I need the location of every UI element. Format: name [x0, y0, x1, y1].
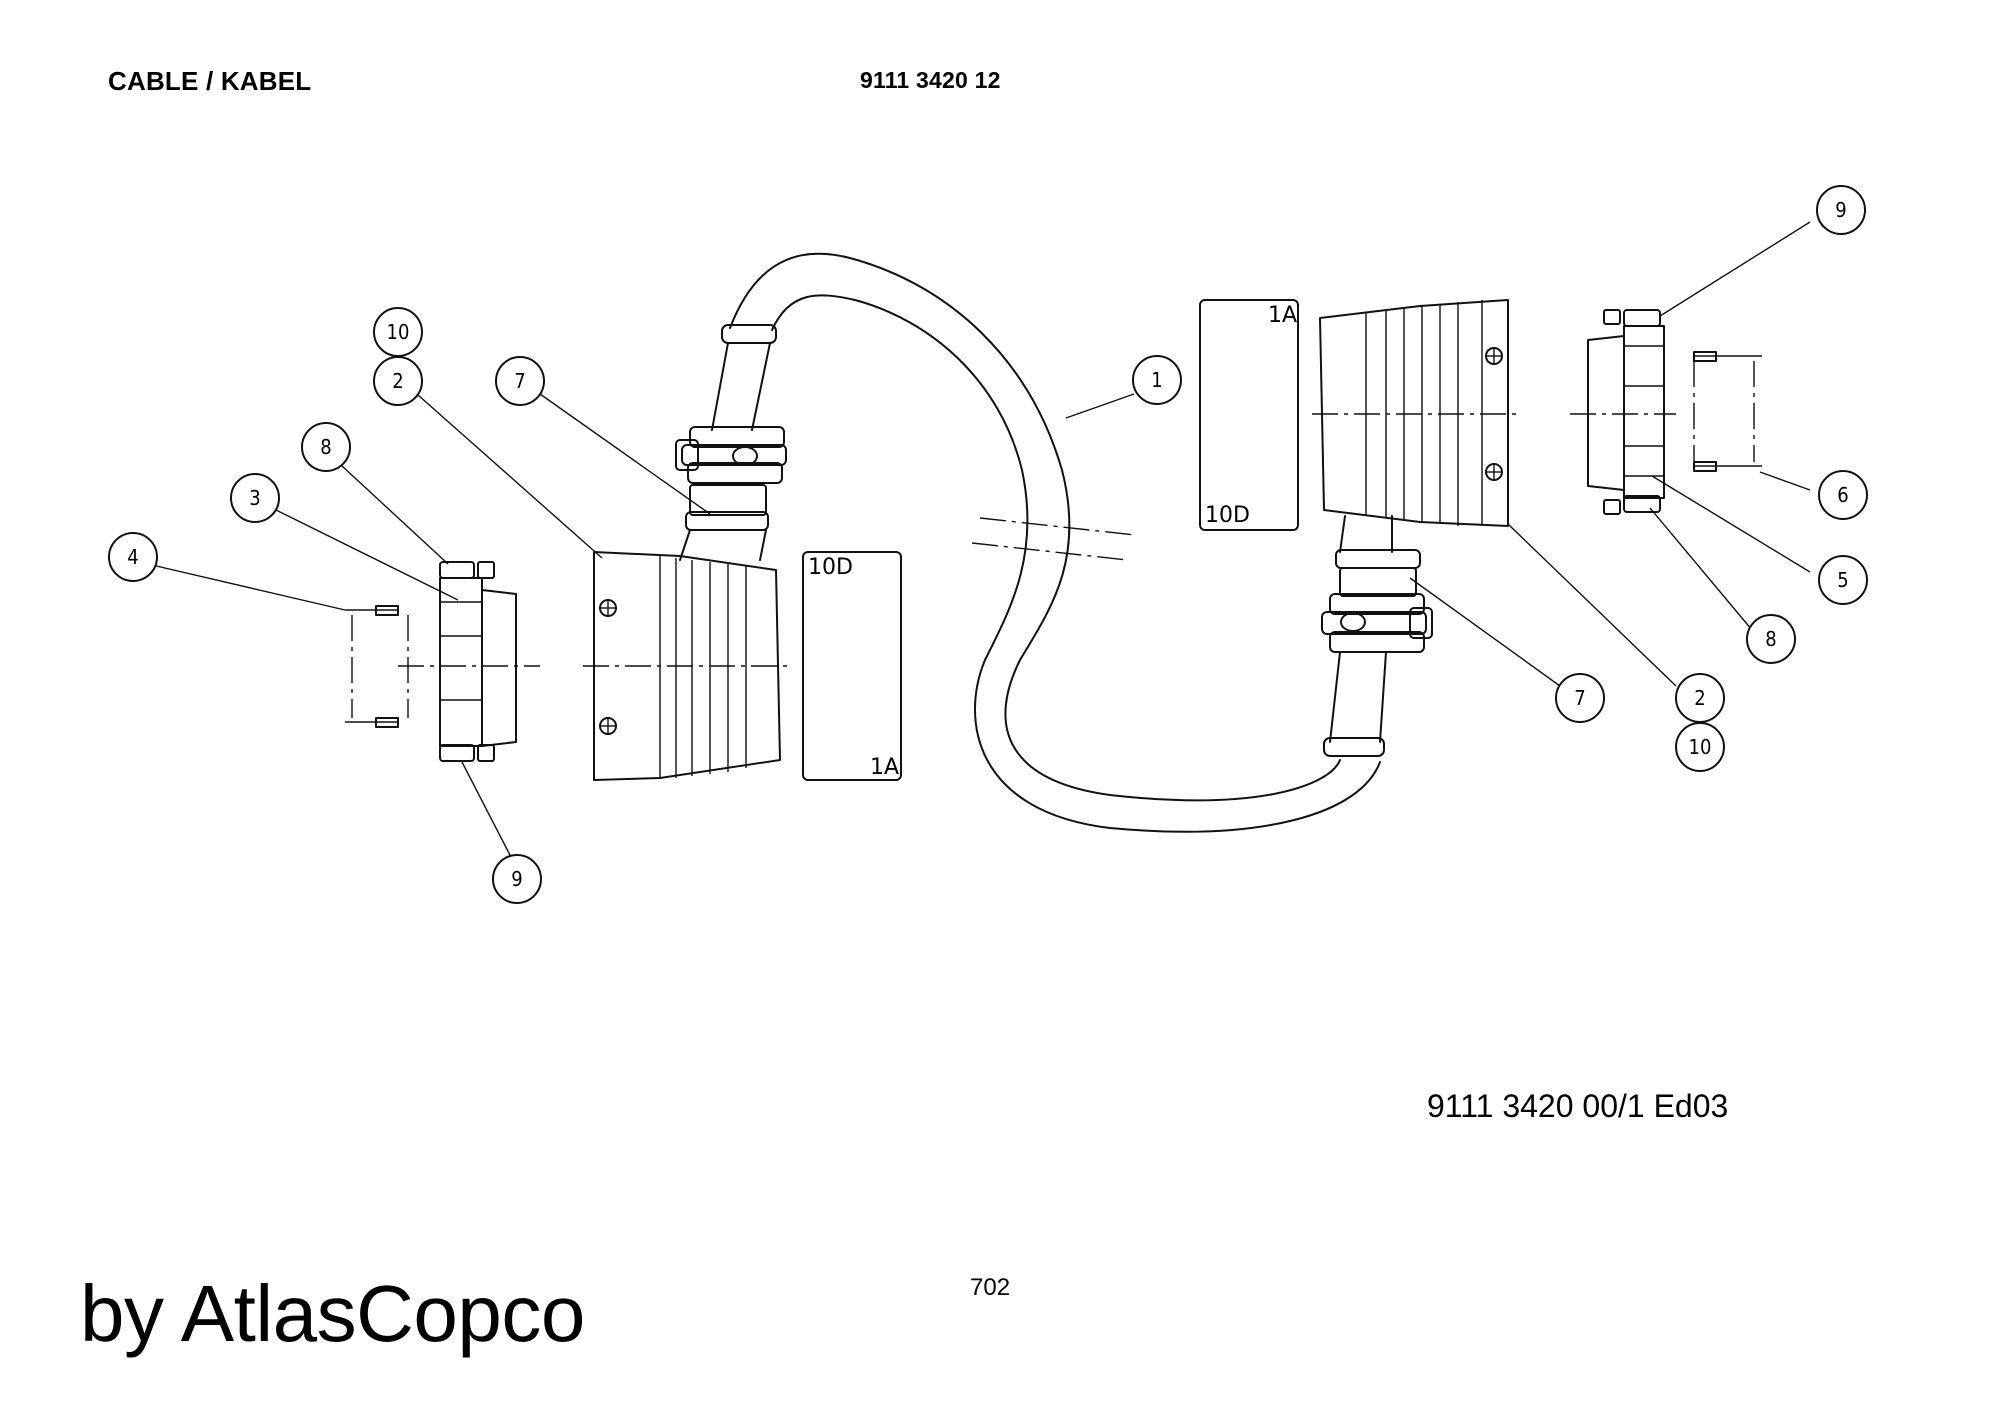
right-plate-bottom-label: 10D: [1205, 503, 1250, 528]
callout-9-right: 9: [1816, 185, 1866, 235]
callout-7-right: 7: [1555, 673, 1605, 723]
callout-2-left: 2: [373, 356, 423, 406]
callout-8-left-text: 8: [320, 435, 331, 459]
callout-9-right-text: 9: [1835, 198, 1846, 222]
callout-10-left: 10: [373, 307, 423, 357]
callout-3-left: 3: [230, 473, 280, 523]
cable-body: [729, 252, 1381, 833]
callout-3-left-text: 3: [249, 486, 260, 510]
brand-watermark: by AtlasCopco: [80, 1269, 585, 1358]
callout-6-right-text: 6: [1837, 483, 1848, 507]
callout-8-left: 8: [301, 422, 351, 472]
callout-1-text: 1: [1151, 368, 1162, 392]
right-cable-gland: [1321, 515, 1433, 757]
left-insert-frame: [345, 561, 540, 762]
callout-4-left-text: 4: [127, 545, 138, 569]
page-number: 702: [970, 1274, 1011, 1301]
drawing-title: CABLE / KABEL: [108, 66, 312, 96]
callout-2-right: 2: [1675, 673, 1725, 723]
drawing-reference: 9111 3420 00/1 Ed03: [1427, 1088, 1729, 1124]
callout-2-left-text: 2: [392, 369, 403, 393]
callout-8-right-text: 8: [1765, 627, 1776, 651]
left-plate-top-label: 10D: [808, 555, 853, 580]
callout-7-left: 7: [495, 356, 545, 406]
part-number: 9111 3420 12: [860, 67, 1001, 93]
callout-7-right-text: 7: [1574, 686, 1585, 710]
callout-6-right: 6: [1818, 470, 1868, 520]
right-label-plate: 1A 10D: [1199, 299, 1299, 531]
callout-10-left-text: 10: [387, 320, 410, 344]
left-label-plate: 10D 1A: [802, 551, 902, 781]
callout-8-right: 8: [1746, 614, 1796, 664]
right-insert-frame: [1570, 309, 1762, 515]
right-plate-top-label: 1A: [1268, 303, 1297, 328]
callout-4-left: 4: [108, 532, 158, 582]
callout-10-right: 10: [1675, 722, 1725, 772]
left-connector-hood: [583, 551, 790, 781]
leader-lines: [151, 221, 1811, 860]
left-plate-bottom-label: 1A: [870, 755, 899, 780]
callout-5-right: 5: [1818, 555, 1868, 605]
callout-7-left-text: 7: [514, 369, 525, 393]
callout-1: 1: [1132, 355, 1182, 405]
left-cable-gland: [675, 324, 787, 561]
callout-5-right-text: 5: [1837, 568, 1848, 592]
callout-10-right-text: 10: [1689, 735, 1712, 759]
callout-9-left: 9: [492, 854, 542, 904]
callout-9-left-text: 9: [511, 867, 522, 891]
right-connector-hood: [1312, 299, 1520, 527]
callout-2-right-text: 2: [1694, 686, 1705, 710]
